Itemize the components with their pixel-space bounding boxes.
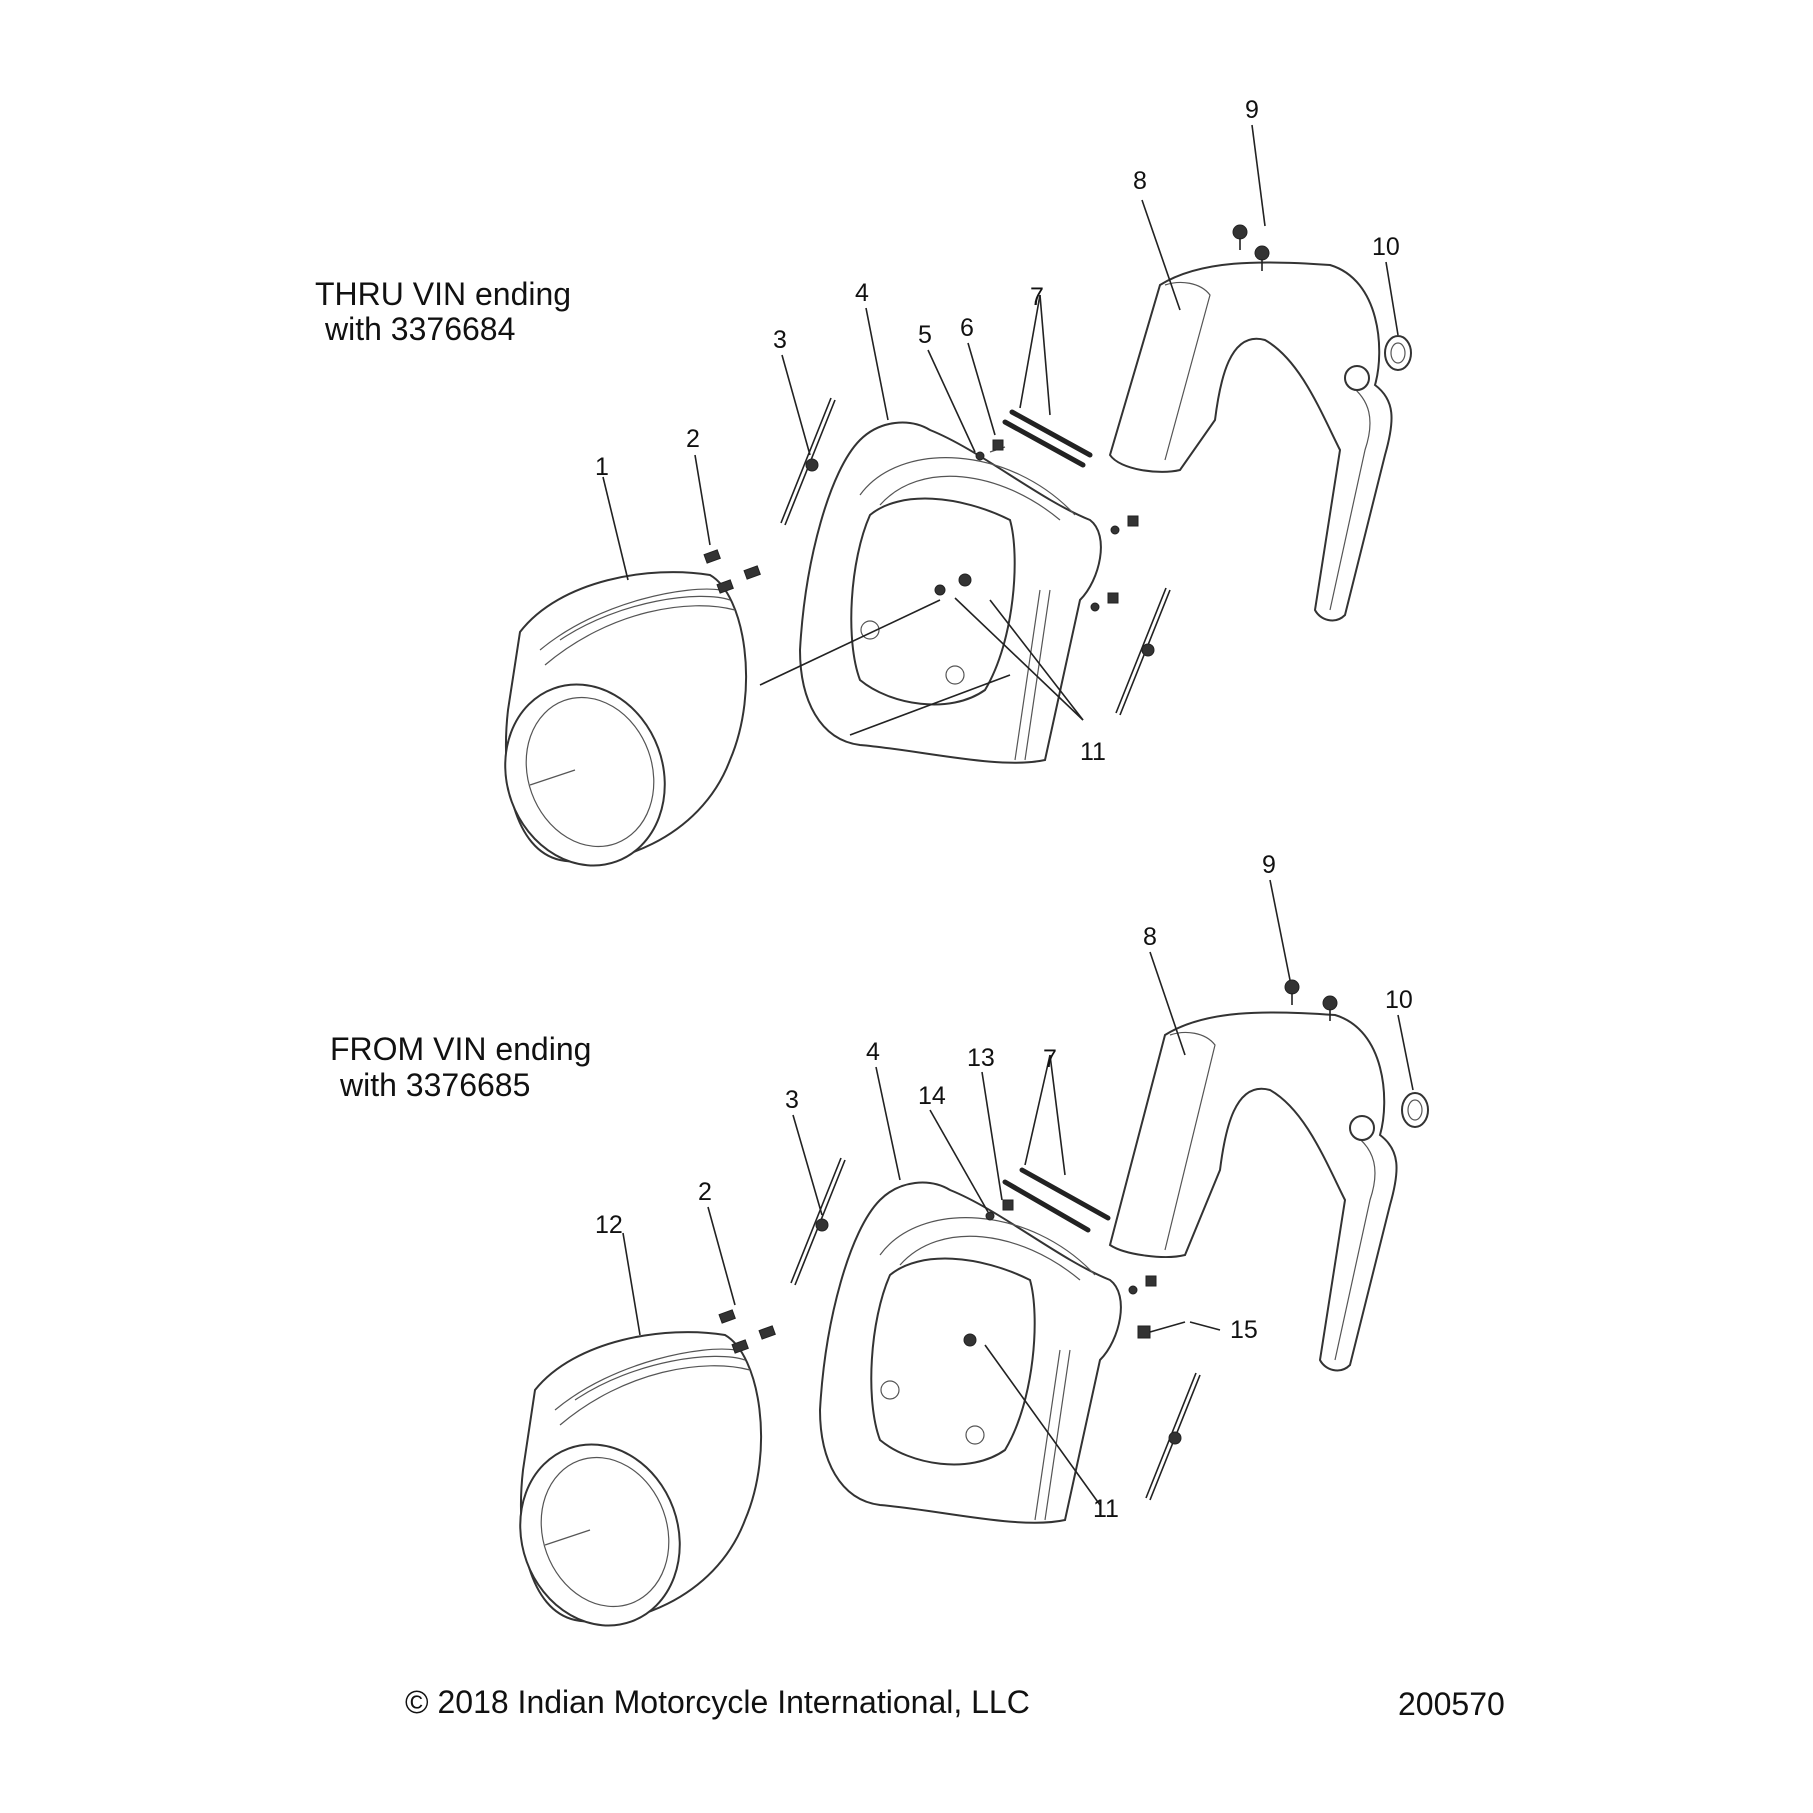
headlight-nacelle-part	[504, 571, 747, 867]
cable-tie-part	[780, 397, 836, 526]
screw-part	[1232, 224, 1270, 271]
inner-fairing-part	[798, 421, 1102, 764]
bolt-part	[1137, 1321, 1186, 1339]
top-caption-line2: with 3376684	[324, 311, 515, 347]
callout-8: 8	[1133, 167, 1147, 195]
callout-4: 4	[855, 279, 869, 307]
callout-15: 15	[1230, 1316, 1258, 1344]
cable-tie-alt-part	[790, 1157, 846, 1286]
top-leader-lines	[602, 124, 1399, 736]
clip-part	[703, 549, 761, 594]
callout-7: 7	[1030, 283, 1044, 311]
callout-10: 10	[1372, 233, 1400, 261]
callout-9-alt: 9	[1262, 851, 1276, 879]
washer-bolt-part	[975, 439, 1139, 612]
callout-13: 13	[967, 1044, 995, 1072]
callout-4-alt: 4	[866, 1038, 880, 1066]
seal-strip-alt-part	[1002, 1167, 1111, 1233]
bottom-caption-line1: FROM VIN ending	[330, 1031, 591, 1067]
headlight-nacelle-alt-part	[519, 1331, 762, 1627]
callout-6: 6	[960, 314, 974, 342]
callout-1: 1	[595, 453, 609, 481]
lower-cable-tie-alt-part	[1145, 1372, 1201, 1501]
clip-alt-part	[718, 1309, 776, 1354]
callout-7-alt: 7	[1043, 1045, 1057, 1073]
callout-11: 11	[1080, 738, 1106, 766]
grommet-alt-part	[1401, 1092, 1429, 1128]
callout-8-alt: 8	[1143, 923, 1157, 951]
callout-2-alt: 2	[698, 1178, 712, 1206]
screw-alt-part	[1284, 979, 1338, 1021]
callout-12: 12	[595, 1211, 623, 1239]
callout-2: 2	[686, 425, 700, 453]
inner-fairing-alt-part	[818, 1181, 1122, 1524]
bottom-caption-line2: with 3376685	[339, 1067, 530, 1103]
bottom-callout-labels: 12 2 3 4 14 13 7 8 9 10 15 11	[595, 851, 1413, 1523]
callout-5: 5	[918, 321, 932, 349]
bottom-assembly: FROM VIN ending with 3376685	[330, 851, 1429, 1627]
diagram-number: 200570	[1398, 1686, 1505, 1722]
bottom-leader-lines	[622, 879, 1414, 1506]
seal-strip-part	[1002, 409, 1093, 468]
top-caption-line1: THRU VIN ending	[315, 276, 571, 312]
top-callout-labels: 1 2 3 4 5 6 7 8 9 10 11	[595, 96, 1400, 766]
callout-9: 9	[1245, 96, 1259, 124]
fairing-bracket-alt-part	[1108, 1011, 1398, 1372]
callout-11-alt: 11	[1093, 1495, 1119, 1523]
copyright-text: © 2018 Indian Motorcycle International, …	[405, 1684, 1030, 1720]
lower-cable-tie-part	[1115, 587, 1171, 716]
grommet-part	[1384, 335, 1412, 371]
callout-14: 14	[918, 1082, 946, 1110]
fairing-bracket-part	[1108, 261, 1393, 622]
callout-3: 3	[773, 326, 787, 354]
callout-3-alt: 3	[785, 1086, 799, 1114]
callout-10-alt: 10	[1385, 986, 1413, 1014]
washer-bolt-alt-part	[985, 1199, 1157, 1295]
top-assembly: THRU VIN ending with 3376684	[315, 96, 1412, 867]
